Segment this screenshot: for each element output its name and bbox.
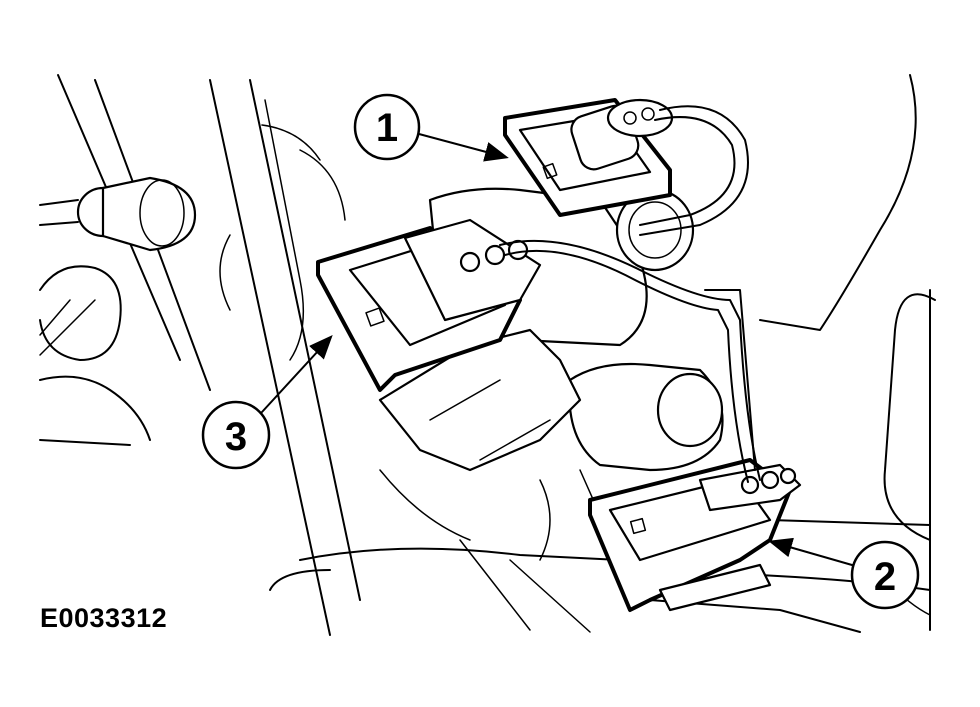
pivot-bushing — [101, 176, 197, 252]
callout-2-circle — [850, 540, 920, 610]
callout-3-arrow — [261, 335, 333, 413]
callout-2-label: 2 — [874, 555, 896, 599]
connector-2 — [588, 458, 802, 612]
callout-3-label: 3 — [225, 415, 247, 459]
wiring-harness — [499, 105, 761, 483]
callout-2-arrow — [768, 537, 853, 566]
callout-1: 1 — [353, 93, 509, 162]
callout-2: 2 — [768, 537, 920, 610]
callout-1-arrow — [418, 133, 509, 162]
background-structure — [39, 74, 936, 636]
callout-1-circle — [353, 93, 421, 161]
callout-1-label: 1 — [376, 106, 398, 150]
connector-1 — [503, 98, 674, 217]
callout-3: 3 — [201, 335, 333, 470]
callout-3-circle — [201, 400, 271, 470]
connector-3 — [316, 218, 542, 392]
figure-reference-code: E0033312 — [40, 603, 168, 633]
